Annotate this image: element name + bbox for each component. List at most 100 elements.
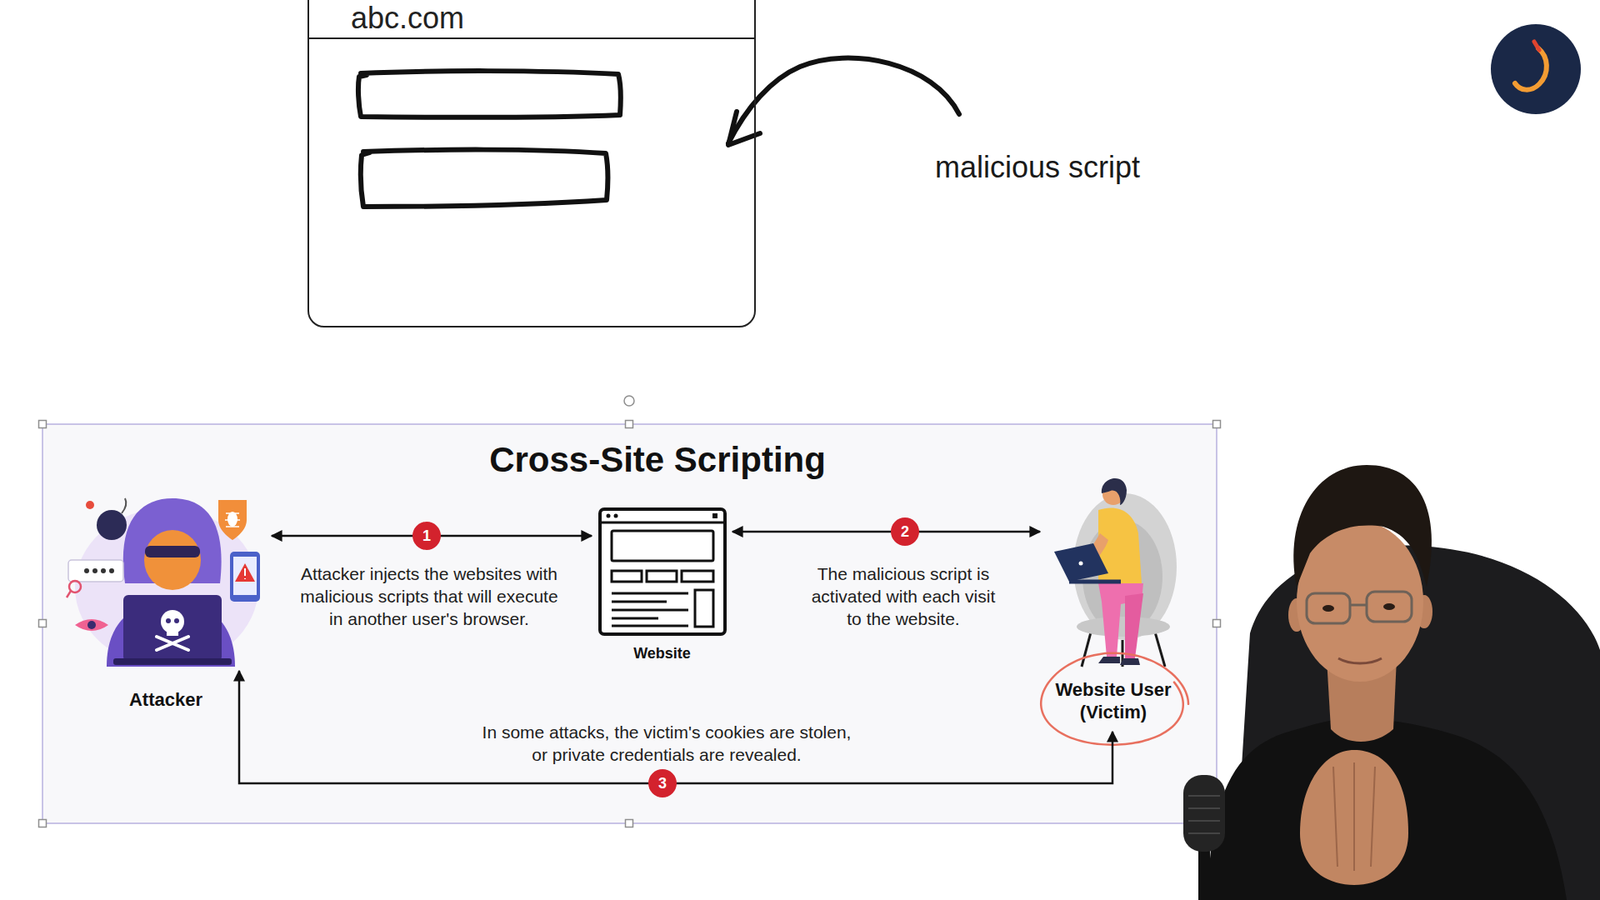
password-dot: [109, 568, 115, 574]
diagram-frame: [39, 395, 1221, 828]
resize-handle: [39, 620, 47, 628]
page-sidebar: [695, 590, 714, 627]
hair: [1101, 478, 1127, 505]
window-dot: [606, 514, 611, 519]
flow-arrow: [732, 530, 1040, 534]
highlight-ring: [1040, 653, 1189, 745]
hair: [1293, 465, 1432, 587]
skull-eye: [165, 618, 171, 624]
mic-grille: [1188, 795, 1220, 834]
attacker-figure: Attacker: [66, 490, 265, 669]
sketch-input-box: [358, 70, 621, 118]
password-dot: [100, 568, 106, 574]
magnifier-handle: [66, 590, 71, 598]
rotate-handle: [624, 395, 635, 406]
password-field: [68, 560, 124, 582]
sketch-arrow: [728, 58, 960, 144]
attacker-illustration: [66, 498, 260, 667]
bug-legs: [225, 513, 240, 527]
laptop-base: [1069, 580, 1121, 585]
phone-screen: [233, 556, 257, 595]
chair-seat: [1076, 616, 1170, 637]
magnifier: [69, 580, 81, 593]
page-banner: [611, 530, 714, 561]
phone: [230, 551, 260, 602]
shield: [218, 500, 247, 540]
page-block: [681, 570, 714, 582]
hands: [1300, 750, 1409, 885]
t-shirt: [1208, 718, 1567, 900]
website-illustration: [600, 509, 725, 635]
page-lines: [611, 593, 689, 626]
drawing-part: [39, 420, 1221, 828]
step-description: The malicious script is activated with e…: [810, 562, 997, 630]
microphone: [1183, 775, 1225, 852]
face: [144, 530, 201, 590]
mask: [145, 545, 200, 558]
glasses-bridge: [1350, 604, 1367, 607]
callout-number: 1: [412, 521, 441, 550]
bomb: [96, 510, 127, 540]
node-label: Attacker: [66, 688, 265, 711]
page-block: [611, 570, 642, 582]
annotation-text: malicious script: [935, 150, 1140, 185]
step-description: Attacker injects the websites with malic…: [295, 562, 564, 630]
eye-pupil: [87, 620, 96, 630]
password-dot: [92, 568, 98, 574]
trousers: [1125, 593, 1144, 659]
resize-handle: [39, 820, 47, 828]
logo-disc: [1490, 24, 1581, 115]
logo-mark: [1515, 48, 1547, 90]
resize-handle: [625, 820, 634, 828]
sketch-input-box: [360, 150, 608, 207]
resize-handle: [1213, 620, 1221, 628]
window-frame: [600, 509, 725, 635]
diagram-title: Cross-Site Scripting: [407, 440, 908, 480]
step-description: In some attacks, the victim's cookies ar…: [477, 720, 857, 766]
password-dot: [84, 568, 90, 574]
warning-sign: [235, 563, 255, 582]
eye: [1383, 603, 1395, 610]
crossbones: [156, 636, 189, 650]
node-label: abc.com: [350, 1, 755, 35]
browser-window: abc.com: [307, 0, 756, 328]
spark: [85, 500, 95, 510]
bomb-fuse: [121, 498, 126, 514]
laptop: [1054, 543, 1109, 582]
warning-mark: [244, 568, 246, 580]
laptop-base: [113, 658, 232, 665]
mouth: [1338, 658, 1382, 664]
laptop: [123, 595, 222, 662]
callout-number: 2: [890, 517, 920, 546]
laptop-logo: [1079, 561, 1084, 566]
logo-mark: [1534, 41, 1540, 50]
page-block: [646, 570, 677, 582]
window-dot: [712, 513, 718, 519]
website-icon: Website: [598, 507, 726, 663]
eye-icon: [75, 619, 109, 631]
skull-jaw: [166, 629, 179, 636]
callout-number: 3: [648, 769, 677, 798]
channel-logo: [1490, 24, 1581, 115]
resize-handle: [39, 420, 47, 429]
flow-arrow: [239, 670, 1113, 784]
glasses: [1366, 591, 1412, 622]
skull-eye: [174, 618, 180, 624]
node-label: Website: [598, 644, 726, 663]
resize-handle: [625, 420, 634, 429]
window-bar: [600, 521, 725, 525]
victim-figure: Website User (Victim): [1046, 476, 1180, 729]
connectors: [239, 531, 1113, 784]
node-label: Website User (Victim): [1046, 678, 1180, 724]
browser-sketch: [309, 38, 960, 207]
eye: [1322, 605, 1335, 612]
address-bar-line: [309, 37, 755, 40]
fingers: [1333, 762, 1375, 871]
presenter-figure: [1183, 465, 1600, 900]
window-dot: [614, 514, 619, 519]
frame-panel: [42, 424, 1217, 824]
resize-handle: [1213, 420, 1221, 429]
victim-illustration: [1054, 478, 1177, 667]
shoes: [1098, 656, 1140, 665]
